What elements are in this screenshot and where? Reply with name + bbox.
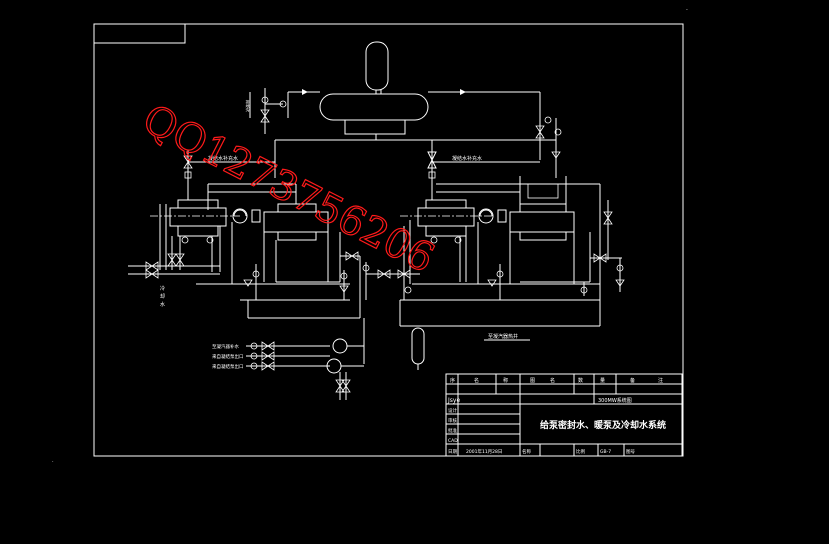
tb-header-7: 备 [630, 377, 635, 384]
tb-header-8: 注 [658, 377, 663, 384]
vent-label: 排地沟 [246, 99, 251, 113]
left-makeup-line [183, 150, 275, 200]
tb-project: 300MW系统图 [598, 397, 632, 404]
pump-group-left [150, 183, 350, 301]
tb-header-6: 量 [600, 377, 605, 384]
drawing-corner-box [93, 23, 186, 44]
left-makeup-label: 凝结水补充水 [208, 155, 238, 162]
drain-label: 至凝汽器热井 [488, 333, 518, 340]
top-piping [274, 89, 557, 180]
tb-designer: 设计 [448, 407, 457, 414]
tb-header-2: 称 [503, 377, 508, 384]
tb-checker: 审核 [448, 417, 457, 424]
tb-name-label: 名称 [522, 448, 531, 455]
deaerator [319, 41, 429, 135]
cooling-water-inlet: 冷 却 水 [128, 253, 220, 308]
tb-cad: CAD [448, 438, 458, 444]
drawing-border [93, 23, 684, 457]
middle-piping: 至凝汽器热井 [247, 251, 601, 370]
bottom-label-1: 至凝汽器补水 [212, 343, 239, 350]
tb-header-3: 图 [530, 378, 535, 384]
cooling-label-1: 冷 [160, 285, 165, 292]
drawing-title: 给泵密封水、暖泵及冷却水系统 [540, 419, 666, 431]
tb-sheet-value: GB-7 [600, 449, 611, 455]
tb-header-5: 数 [578, 377, 583, 384]
corner-tick: · [686, 7, 688, 14]
tb-approver: 批准 [448, 427, 457, 434]
center-makeup-line [428, 161, 540, 200]
stray-dot: . [52, 458, 54, 464]
center-makeup-label: 凝结水补充水 [452, 155, 482, 162]
tb-header-1: 名 [474, 377, 479, 384]
tb-header-4: 名 [550, 377, 555, 384]
tb-scale-label: 比例 [576, 448, 585, 455]
left-vent-valves: 排地沟 [246, 88, 287, 134]
cooling-label-2: 却 [160, 293, 165, 300]
tb-sheet-label: 图号 [626, 449, 635, 455]
bottom-pumps: 至凝汽器补水 来自凝结泵出口 来自凝结泵出口 [212, 318, 365, 400]
pump-group-right [400, 176, 625, 301]
right-vent-valves [535, 116, 562, 160]
bottom-label-2: 来自凝结泵出口 [212, 353, 244, 360]
tb-header-0: 序 [450, 377, 455, 384]
title-block: 序 名 称 图 名 数 量 备 注 Jsye 300MW系统图 设计 审核 批准… [445, 373, 683, 457]
tb-company: Jsye [447, 397, 460, 404]
bottom-label-3: 来自凝结泵出口 [212, 363, 244, 370]
cooling-label-3: 水 [160, 301, 165, 308]
tb-date-value: 2001年11月28日 [466, 448, 502, 455]
tb-date-label: 日期 [448, 449, 457, 455]
